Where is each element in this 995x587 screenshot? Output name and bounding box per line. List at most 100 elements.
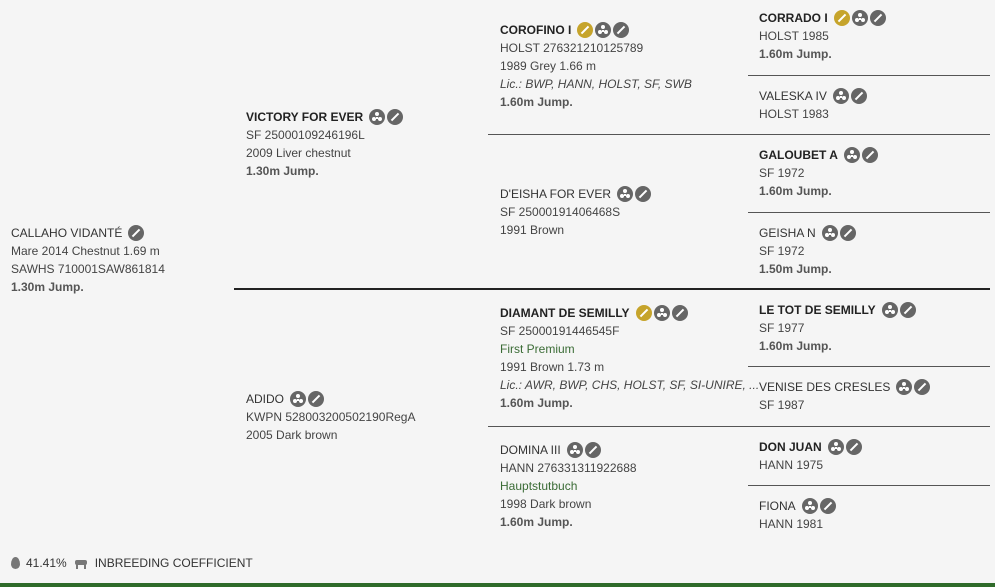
pedigree-icon[interactable] [832,88,849,104]
pedigree-icon[interactable] [369,109,386,125]
dd-reg: HANN 276331311922688 [500,461,637,475]
subject-name[interactable]: CALLAHO VIDANTÉ [11,226,123,240]
ds-jump: 1.60m Jump. [500,396,573,410]
dsd-reg: SF 1987 [759,398,805,412]
ds-premium: First Premium [500,342,575,356]
pedigree-icon[interactable] [843,147,860,163]
subject-info: Mare 2014 Chestnut 1.69 m [11,244,160,258]
sss-reg: HOLST 1985 [759,29,829,43]
pedigree-icon[interactable] [595,22,612,38]
ds-name[interactable]: DIAMANT DE SEMILLY [500,306,630,320]
dss-jump: 1.60m Jump. [759,339,832,353]
ssd-name[interactable]: VALESKA IV [759,89,827,103]
horse-icon [73,557,89,569]
pencil-icon[interactable] [308,391,325,407]
pencil-icon[interactable] [128,225,145,241]
ddd-reg: HANN 1981 [759,517,824,531]
dd-name[interactable]: DOMINA III [500,443,561,457]
sdd-jump: 1.50m Jump. [759,262,832,276]
dds-reg: HANN 1975 [759,458,824,472]
sdd-name[interactable]: GEISHA N [759,226,816,240]
pedigree-icon[interactable] [801,498,818,514]
ddd-name[interactable]: FIONA [759,499,796,513]
ss-jump: 1.60m Jump. [500,95,573,109]
ds-lic: Lic.: AWR, BWP, CHS, HOLST, SF, SI-UNIRE… [500,378,760,392]
inbreeding-label[interactable]: INBREEDING COEFFICIENT [94,556,253,570]
pedigree-icon[interactable] [616,186,633,202]
pencil-icon[interactable] [671,305,688,321]
pencil-icon[interactable] [634,186,651,202]
ss-reg: HOLST 276321210125789 [500,41,644,55]
pedigree-icon[interactable] [566,442,583,458]
dss-reg: SF 1977 [759,321,805,335]
sdd-reg: SF 1972 [759,244,805,258]
sss-node: CORRADO I HOLST 1985 1.60m Jump. [759,9,886,63]
dd-jump: 1.60m Jump. [500,515,573,529]
ssd-reg: HOLST 1983 [759,107,829,121]
pedigree-icon[interactable] [827,439,844,455]
divider-sd-parents [748,212,990,213]
ds-node: DIAMANT DE SEMILLY SF 25000191446545F Fi… [500,304,759,412]
dss-name[interactable]: LE TOT DE SEMILLY [759,303,876,317]
pencil-icon[interactable] [850,88,867,104]
inbreeding-percent: 41.41% [26,556,67,570]
pedigree-icon[interactable] [851,10,868,26]
sire-info: 2009 Liver chestnut [246,146,351,160]
license-pencil-icon[interactable] [577,22,594,38]
pedigree-icon[interactable] [881,302,898,318]
dd-node: DOMINA III HANN 276331311922688 Hauptstu… [500,441,637,531]
subject-node: CALLAHO VIDANTÉ Mare 2014 Chestnut 1.69 … [11,224,165,296]
ss-info: 1989 Grey 1.66 m [500,59,597,73]
sd-info: 1991 Brown [500,223,565,237]
ssd-node: VALESKA IV HOLST 1983 [759,87,867,123]
divider-dd-parents [748,485,990,486]
pencil-icon[interactable] [839,225,856,241]
ddd-node: FIONA HANN 1981 [759,497,836,533]
ss-name[interactable]: COROFINO I [500,23,572,37]
dsd-node: VENISE DES CRESLES SF 1987 [759,378,931,414]
sss-jump: 1.60m Jump. [759,47,832,61]
ss-node: COROFINO I HOLST 276321210125789 1989 Gr… [500,21,692,111]
pencil-icon[interactable] [869,10,886,26]
license-pencil-icon[interactable] [635,305,652,321]
pencil-icon[interactable] [861,147,878,163]
pencil-icon[interactable] [845,439,862,455]
sds-jump: 1.60m Jump. [759,184,832,198]
dam-info: 2005 Dark brown [246,428,338,442]
dam-node: ADIDO KWPN 528003200502190RegA 2005 Dark… [246,390,415,444]
inbreeding-footer: 41.41% INBREEDING COEFFICIENT [11,556,253,570]
ds-info: 1991 Brown 1.73 m [500,360,605,374]
pedigree-icon[interactable] [896,379,913,395]
pencil-icon[interactable] [387,109,404,125]
divider-ss-parents [748,75,990,76]
sdd-node: GEISHA N SF 1972 1.50m Jump. [759,224,856,278]
pedigree-icon[interactable] [821,225,838,241]
pedigree-icon[interactable] [290,391,307,407]
dds-name[interactable]: DON JUAN [759,440,822,454]
dss-node: LE TOT DE SEMILLY SF 1977 1.60m Jump. [759,301,916,355]
dd-info: 1998 Dark brown [500,497,592,511]
ds-reg: SF 25000191446545F [500,324,620,338]
sds-reg: SF 1972 [759,166,805,180]
sire-name[interactable]: VICTORY FOR EVER [246,110,364,124]
sds-name[interactable]: GALOUBET A [759,148,838,162]
divider-ds-parents [748,366,990,367]
divider-sire-parents [488,134,990,135]
license-pencil-icon[interactable] [833,10,850,26]
sd-reg: SF 25000191406468S [500,205,621,219]
dam-reg: KWPN 528003200502190RegA [246,410,416,424]
sds-node: GALOUBET A SF 1972 1.60m Jump. [759,146,878,200]
sss-name[interactable]: CORRADO I [759,11,828,25]
sire-node: VICTORY FOR EVER SF 25000109246196L 2009… [246,108,404,180]
pencil-icon[interactable] [584,442,601,458]
sd-name[interactable]: D'EISHA FOR EVER [500,187,611,201]
pencil-icon[interactable] [613,22,630,38]
dsd-name[interactable]: VENISE DES CRESLES [759,380,891,394]
pencil-icon[interactable] [899,302,916,318]
pedigree-icon[interactable] [653,305,670,321]
pencil-icon[interactable] [914,379,931,395]
pencil-icon[interactable] [819,498,836,514]
drop-icon [11,557,20,569]
subject-jump: 1.30m Jump. [11,280,84,294]
dam-name[interactable]: ADIDO [246,392,285,406]
